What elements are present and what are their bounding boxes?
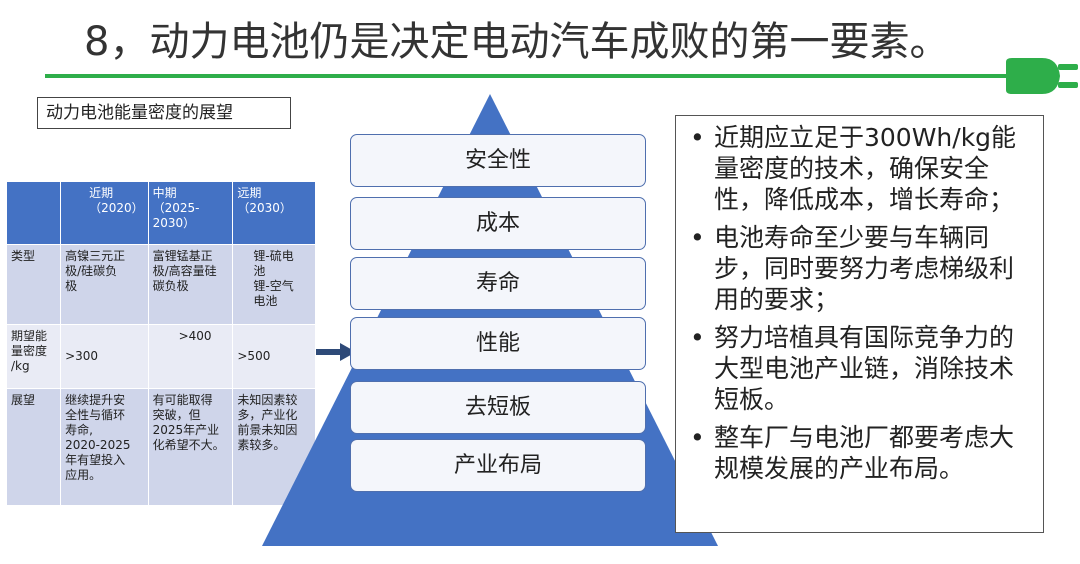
table-row: 展望 继续提升安 全性与循环 寿命, 2020-2025 年有望投入 应用。 有… <box>5 388 316 506</box>
bullet-item: • 电池寿命至少要与车辆同步，同时要努力考虑梯级利用的要求； <box>690 222 1035 315</box>
pyramid-level: 产业布局 <box>350 439 646 492</box>
bullet-item: • 努力培植具有国际竞争力的大型电池产业链，消除技术短板。 <box>690 322 1035 415</box>
bullet-text: 努力培植具有国际竞争力的大型电池产业链，消除技术短板。 <box>714 323 1015 414</box>
bullet-dot: • <box>690 223 705 252</box>
section-subtitle: 动力电池能量密度的展望 <box>37 97 291 129</box>
row-label: 期望能 量密度 /kg <box>5 324 62 389</box>
bullet-dot: • <box>690 423 705 452</box>
title-divider <box>45 74 1005 78</box>
table-header-cell: 近期 （2020） <box>60 181 149 245</box>
table-cell: 富锂锰基正 极/高容量硅 碳负极 <box>147 244 234 325</box>
table-header-cell: 中期 （2025- 2030） <box>147 181 234 245</box>
table-cell: 锂-硫电 池 锂-空气 电池 <box>232 244 316 325</box>
key-points-box: •近期应立足于300Wh/kg能量密度的技术，确保安全性，降低成本，增长寿命； … <box>675 115 1044 533</box>
arrow-right-icon <box>316 343 356 361</box>
table-cell: 继续提升安 全性与循环 寿命, 2020-2025 年有望投入 应用。 <box>60 388 149 506</box>
table-cell: >300 <box>60 324 149 389</box>
table-cell: 高镍三元正 极/硅碳负 极 <box>60 244 149 325</box>
pyramid-level: 安全性 <box>350 134 646 187</box>
row-label: 类型 <box>5 244 62 325</box>
pyramid-level: 寿命 <box>350 257 646 310</box>
priority-pyramid: 安全性 成本 寿命 性能 去短板 产业布局 <box>262 94 718 546</box>
bullet-dot: • <box>690 323 705 352</box>
table-header-row: 近期 （2020） 中期 （2025- 2030） 远期 （2030） <box>5 181 316 245</box>
bullet-text: 近期应立足于300Wh/kg能量密度的技术，确保安全性，降低成本，增长寿命； <box>714 123 1017 214</box>
slide-title: 8，动力电池仍是决定电动汽车成败的第一要素。 <box>84 19 950 65</box>
table-cell: >400 <box>147 324 234 389</box>
plug-icon <box>998 58 1078 94</box>
table-row: 类型 高镍三元正 极/硅碳负 极 富锂锰基正 极/高容量硅 碳负极 锂-硫电 池… <box>5 244 316 325</box>
pyramid-level: 去短板 <box>350 381 646 434</box>
table-cell: 有可能取得 突破，但 2025年产业 化希望不大。 <box>147 388 234 506</box>
bullet-text: 整车厂与电池厂都要考虑大规模发展的产业布局。 <box>714 423 1015 483</box>
bullet-item: • 近期应立足于300Wh/kg能量密度的技术，确保安全性，降低成本，增长寿命； <box>690 122 1035 215</box>
bullet-text: 电池寿命至少要与车辆同步，同时要努力考虑梯级利用的要求； <box>714 223 1015 314</box>
outlook-table: 近期 （2020） 中期 （2025- 2030） 远期 （2030） 类型 高… <box>5 181 316 506</box>
pyramid-level: 成本 <box>350 197 646 250</box>
bullet-item: • 整车厂与电池厂都要考虑大规模发展的产业布局。 <box>690 422 1035 484</box>
table-header-cell: 远期 （2030） <box>232 181 316 245</box>
table-cell: 未知因素较 多，产业化 前景未知因 素较多。 <box>232 388 316 506</box>
pyramid-level: 性能 <box>350 317 646 370</box>
table-header-corner <box>5 181 62 245</box>
bullet-dot: • <box>690 123 705 152</box>
row-label: 展望 <box>5 388 62 506</box>
